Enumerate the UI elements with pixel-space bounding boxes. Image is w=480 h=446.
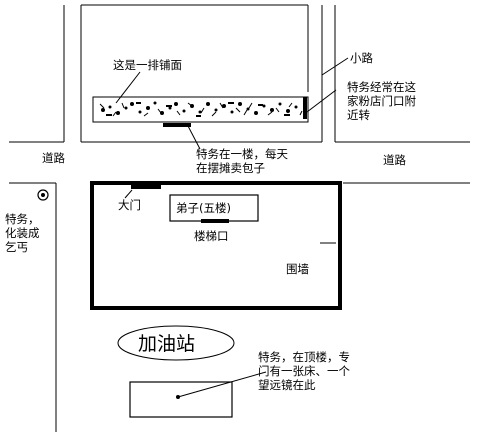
shops-label: 这是一排铺面 xyxy=(113,58,182,72)
top-floor-label-1: 特务，在顶楼，专 xyxy=(258,350,350,364)
beggar-marker-inner xyxy=(41,193,45,197)
corner-shop-marker xyxy=(303,97,307,119)
beggar-label-2: 化装成 xyxy=(5,226,40,240)
shop-agent-label-1: 特务在一楼，每天 xyxy=(196,147,288,161)
shop-agent-label-2: 在摆摊卖包子 xyxy=(196,161,265,175)
disciple-building xyxy=(169,194,259,222)
top-floor-label-2: 门有一张床、一个 xyxy=(258,364,350,378)
corner-agent-label-1: 特务经常在这 xyxy=(347,80,416,94)
top-floor-label-3: 望远镜在此 xyxy=(258,378,316,392)
beggar-label-3: 乞丐 xyxy=(5,240,28,254)
gate-label: 大门 xyxy=(118,198,141,212)
stairway-label: 楼梯口 xyxy=(194,229,229,243)
corner-agent-label-2: 家粉店门口附 xyxy=(347,94,416,108)
lane-label: 小路 xyxy=(350,51,373,65)
shop-row-pattern xyxy=(101,101,298,117)
wall-label: 围墙 xyxy=(286,262,309,276)
stairway-marker xyxy=(201,219,229,223)
gas-station-label: 加油站 xyxy=(138,333,195,355)
observation-building xyxy=(129,381,233,418)
shop-row-strokes xyxy=(99,102,303,117)
compound-wall xyxy=(90,181,342,310)
road-right-label: 道路 xyxy=(383,153,406,167)
corner-agent-label-3: 近转 xyxy=(347,108,370,122)
road-lines xyxy=(9,4,470,432)
shop-row xyxy=(92,96,309,123)
leader-lines xyxy=(115,57,349,398)
road-left-label: 道路 xyxy=(42,151,65,165)
shop-agent-marker xyxy=(163,123,191,127)
gas-station-ellipse xyxy=(117,325,235,361)
disciple-building-label: 弟子(五楼) xyxy=(176,201,231,215)
gate-marker xyxy=(131,185,161,189)
beggar-label-1: 特务， xyxy=(5,212,40,226)
